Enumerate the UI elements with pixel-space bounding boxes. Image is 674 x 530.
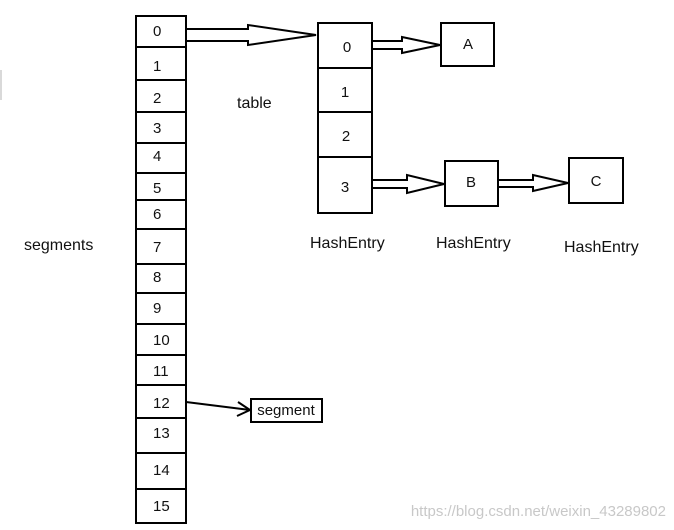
node-a-label: A <box>463 36 473 53</box>
arrow-table3-to-b <box>372 173 445 195</box>
segment-index-9: 9 <box>153 300 161 317</box>
table-index-2: 2 <box>342 128 350 145</box>
node-b: B <box>444 160 499 207</box>
segment-box-label: segment <box>257 402 315 419</box>
node-b-box <box>444 160 499 207</box>
arrow-b-to-c <box>498 173 569 193</box>
node-a: A <box>440 22 495 67</box>
node-c: C <box>568 157 624 204</box>
table-array-border <box>317 22 373 214</box>
segment-index-10: 10 <box>153 332 170 349</box>
arrow-segment12-to-segment <box>185 401 251 411</box>
table-index-0: 0 <box>343 39 351 56</box>
arrow-table0-to-a <box>372 35 441 55</box>
edge-marker <box>0 70 2 100</box>
segment-index-12: 12 <box>153 395 170 412</box>
segment-index-1: 1 <box>153 58 161 75</box>
table-array: 0 1 2 3 <box>317 22 373 214</box>
node-c-label: C <box>591 173 602 190</box>
segments-array-border <box>135 15 187 524</box>
segment-index-2: 2 <box>153 90 161 107</box>
segment-index-6: 6 <box>153 206 161 223</box>
segment-node: segment <box>250 398 323 423</box>
segment-index-0: 0 <box>153 23 161 40</box>
segment-index-15: 15 <box>153 498 170 515</box>
hashentry-label-2: HashEntry <box>436 235 511 252</box>
segment-index-8: 8 <box>153 269 161 286</box>
watermark-text: https://blog.csdn.net/weixin_43289802 <box>410 503 666 520</box>
arrow-segment12-head <box>236 401 253 417</box>
hashentry-label-1: HashEntry <box>310 235 385 252</box>
segment-index-14: 14 <box>153 462 170 479</box>
segment-index-4: 4 <box>153 148 161 165</box>
arrow-segment0-to-table <box>186 23 317 47</box>
segment-index-11: 11 <box>153 363 169 380</box>
table-index-1: 1 <box>341 84 349 101</box>
table-index-3: 3 <box>341 179 349 196</box>
node-b-label: B <box>466 174 476 191</box>
table-label: table <box>237 95 272 112</box>
segment-index-5: 5 <box>153 180 161 197</box>
segment-index-7: 7 <box>153 239 161 256</box>
node-a-box <box>440 22 495 67</box>
hashentry-label-3: HashEntry <box>564 239 639 256</box>
segment-index-3: 3 <box>153 120 161 137</box>
segments-label: segments <box>24 237 94 254</box>
segment-index-13: 13 <box>153 425 170 442</box>
node-c-box <box>568 157 624 204</box>
